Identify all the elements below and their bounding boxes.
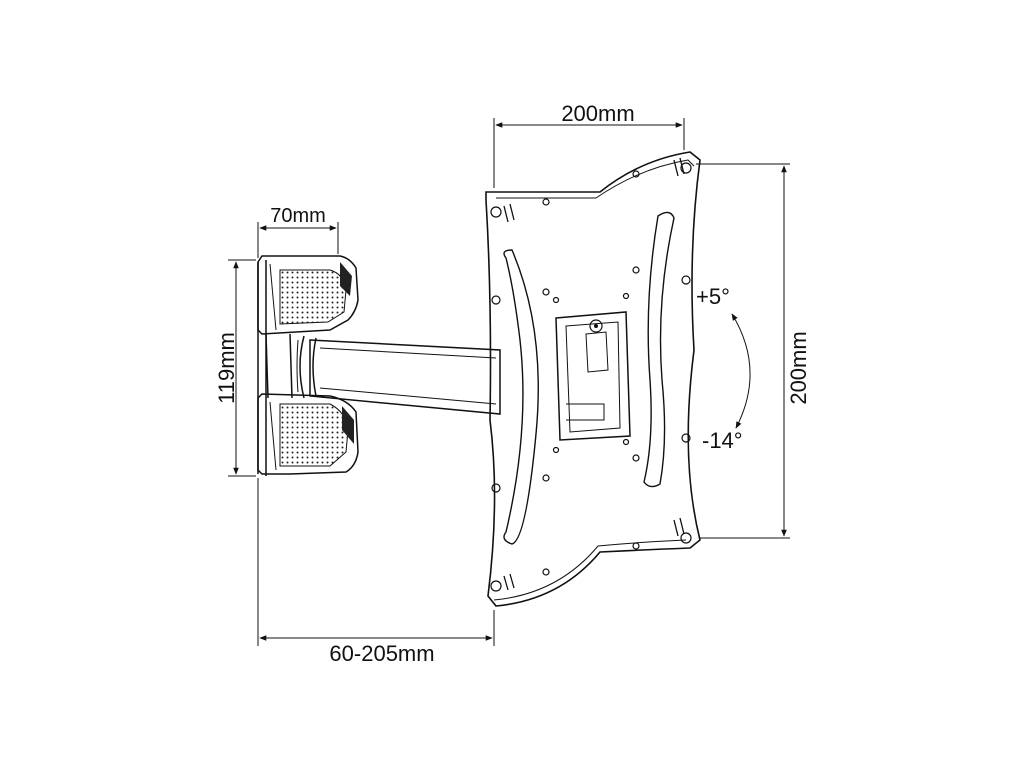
wall-height-label: 119mm bbox=[214, 332, 239, 404]
dimension-lines bbox=[228, 118, 790, 646]
right-height-label: 200mm bbox=[786, 331, 811, 404]
wall-width-label: 70mm bbox=[270, 205, 326, 227]
extension-arm bbox=[299, 335, 501, 415]
vesa-plate bbox=[485, 151, 701, 607]
extension-label: 60-205mm bbox=[329, 641, 434, 666]
tilt-up-label: +5° bbox=[696, 284, 730, 309]
tilt-down-label: -14° bbox=[702, 428, 743, 453]
top-width-label: 200mm bbox=[561, 101, 634, 126]
wall-bracket bbox=[257, 255, 359, 476]
